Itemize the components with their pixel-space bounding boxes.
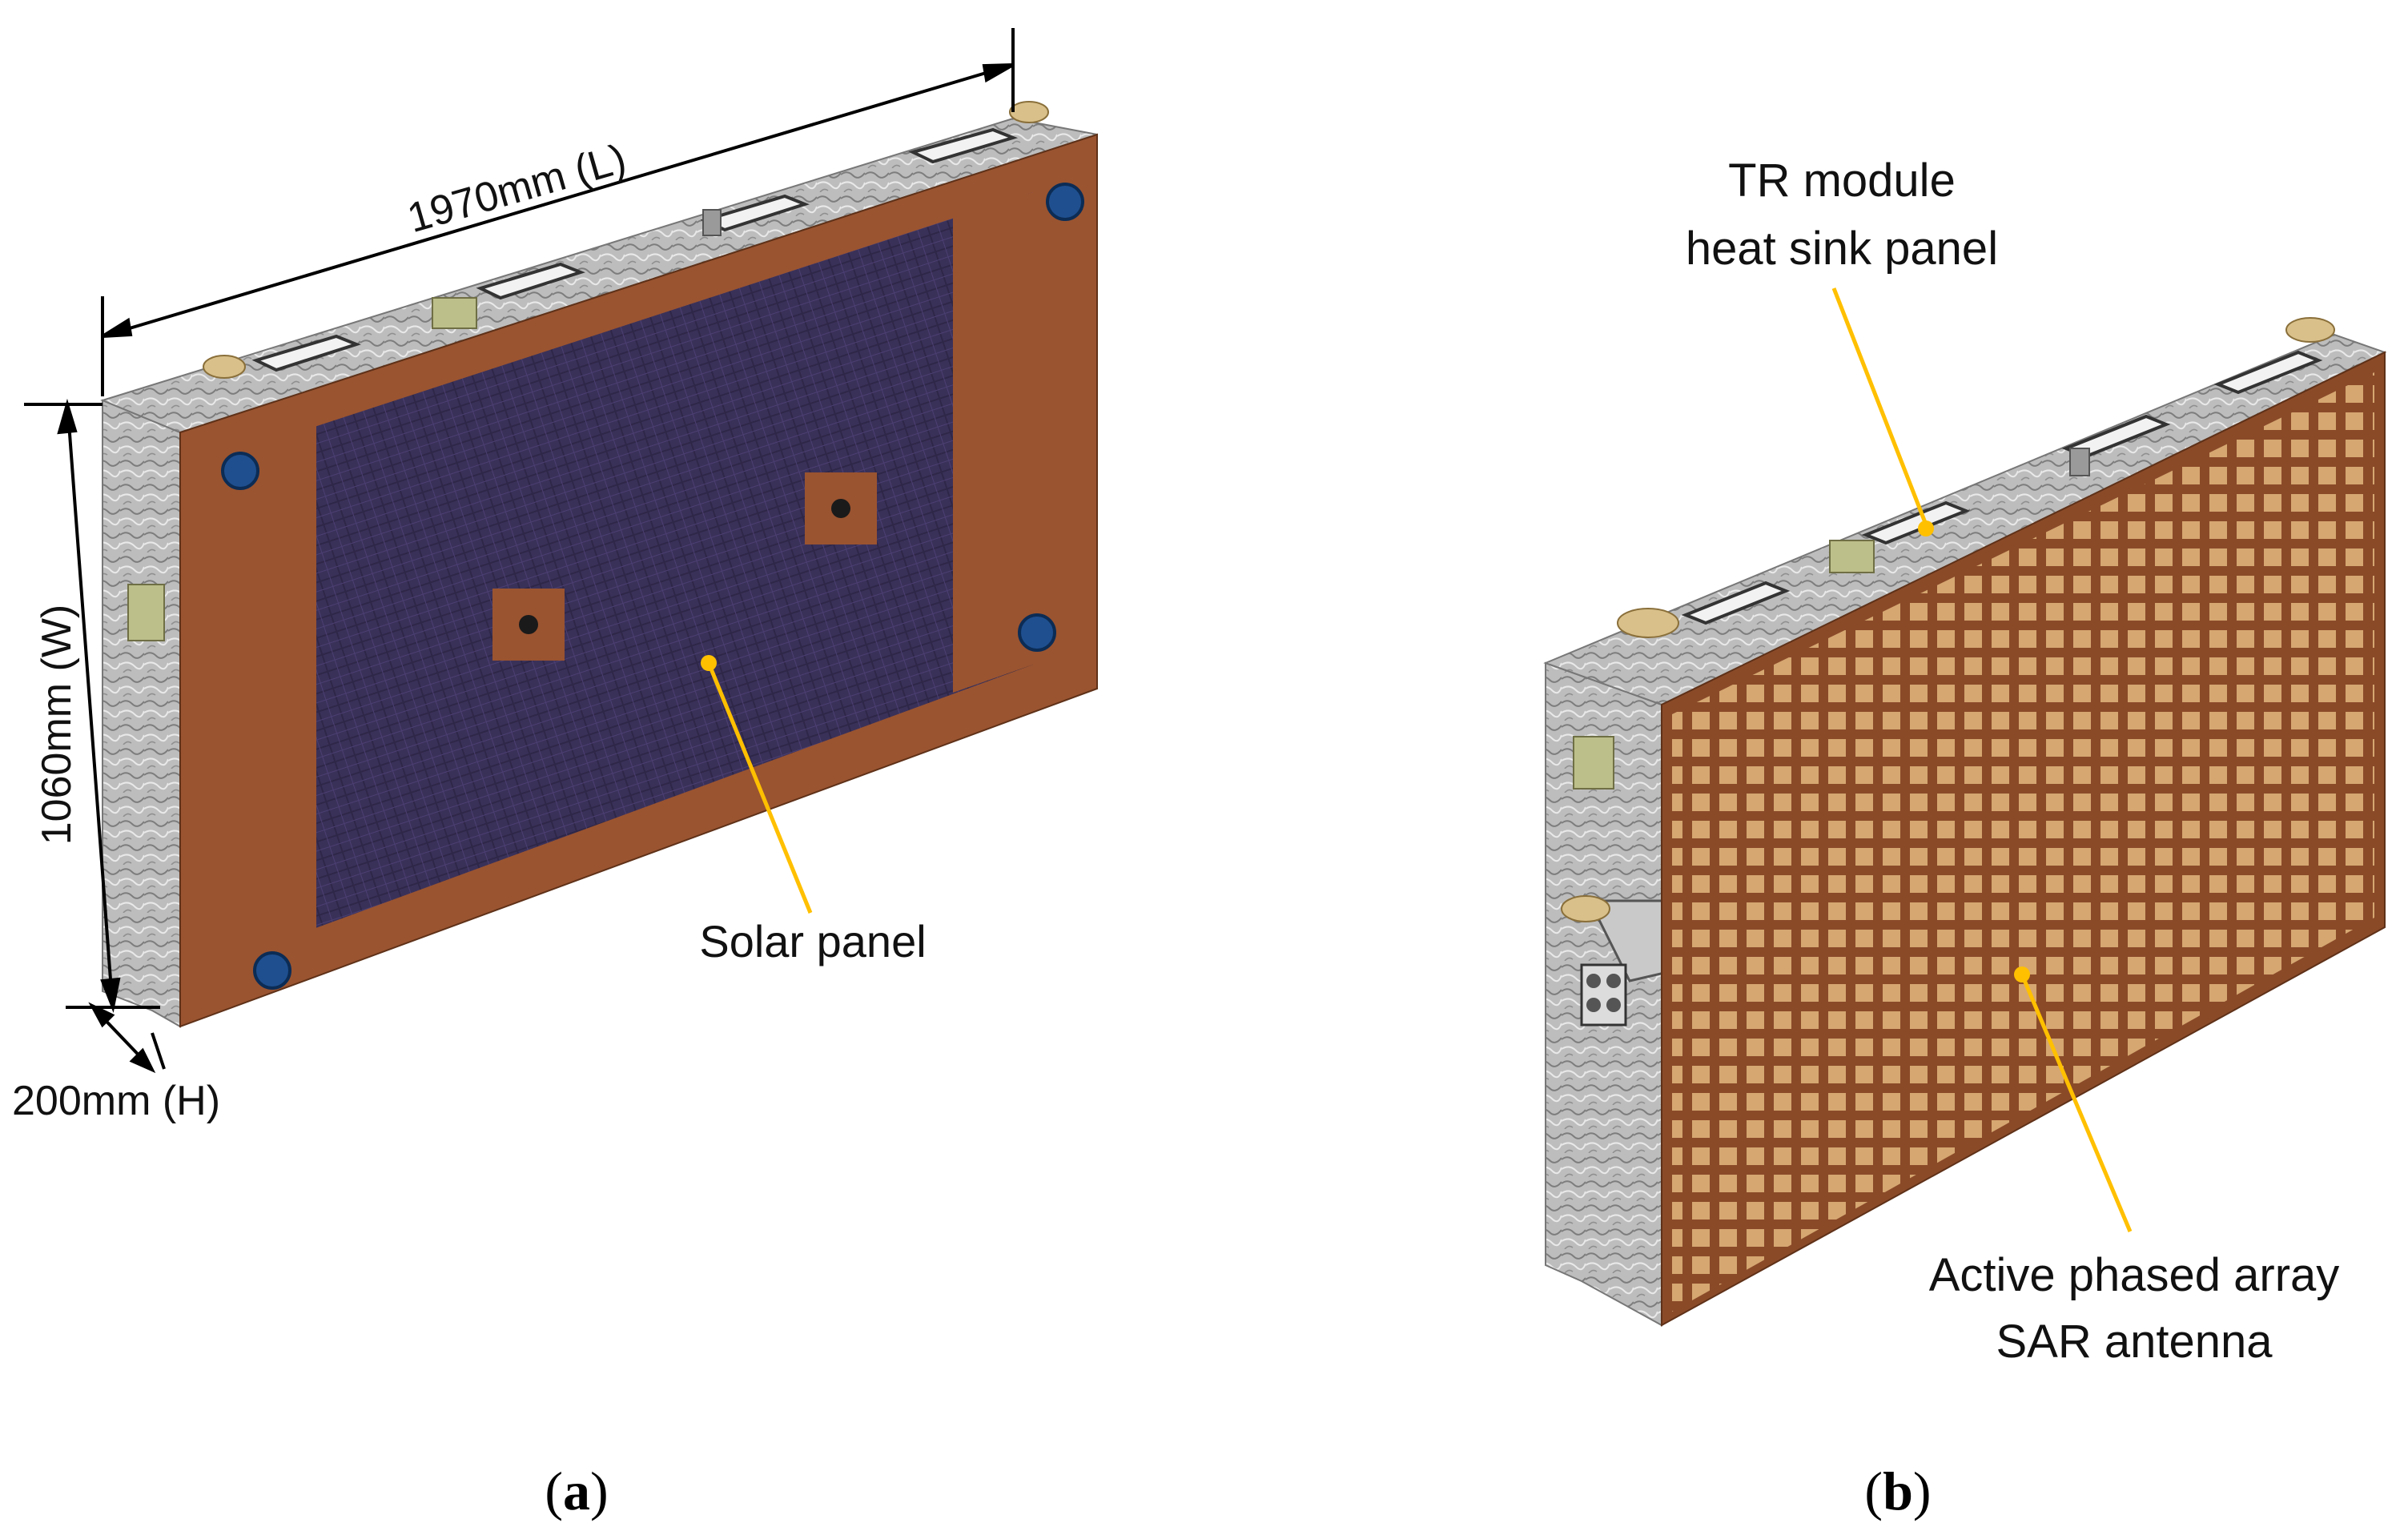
top-electronics-box [432, 297, 477, 329]
frame-crossbar [953, 192, 1033, 693]
callout-line-solar [706, 662, 813, 914]
top-radiator-window [1681, 581, 1791, 625]
side-face-left [102, 399, 181, 1028]
side-electronics-box [1573, 736, 1614, 790]
frame-crossbar [240, 424, 316, 965]
connector-pin [1586, 998, 1601, 1012]
top-separation-bolt [1617, 608, 1679, 638]
callout-dot-solar [701, 655, 717, 671]
dim-length-line [107, 65, 1008, 336]
dim-width-arrowhead [57, 398, 78, 435]
side-electronics-box [127, 584, 165, 641]
horn-antenna-mount [1561, 895, 1610, 922]
connector-pin [1606, 974, 1621, 988]
sar-antenna-array [1672, 372, 2374, 1312]
caption-b: (b) [1864, 1461, 1931, 1521]
connector-pin [1606, 998, 1621, 1012]
top-electronics-box [1829, 540, 1875, 573]
corner-fastener [253, 951, 291, 990]
top-radiator-window [2213, 350, 2323, 395]
dim-width-line [66, 412, 114, 1002]
top-radiator-window [908, 127, 1019, 164]
side-connector-plate [1580, 963, 1627, 1027]
top-separation-bolt [2285, 317, 2335, 343]
satellite-view-b [1543, 317, 2387, 1327]
dimension-lines-a [24, 28, 1015, 1074]
satellite-view-a [100, 101, 1098, 1028]
callout-label-tr-line1: TR module [1728, 155, 1956, 207]
corner-fastener [221, 452, 259, 490]
dim-width-label: 1060mm (W) [34, 605, 80, 845]
callout-label-tr-line2: heat sink panel [1686, 223, 1998, 275]
top-connector [702, 209, 722, 236]
dim-length-label: 1970mm (L) [403, 135, 631, 242]
dim-width-arrowhead [100, 977, 121, 1014]
top-separation-bolt [1009, 101, 1049, 123]
dim-height-arrowhead [129, 1047, 156, 1074]
callout-line-sar [2020, 974, 2133, 1232]
panel-mount-hole [519, 615, 538, 634]
solar-cell-array [248, 192, 1033, 953]
top-connector [2069, 448, 2090, 476]
top-radiator-window [251, 334, 361, 372]
corner-fastener [1018, 613, 1056, 652]
top-radiator-window [1861, 500, 1971, 545]
caption-a: (a) [545, 1461, 608, 1521]
dim-length-arrowhead [982, 63, 1014, 83]
callout-label-solar: Solar panel [699, 916, 926, 966]
connector-pin [1586, 974, 1601, 988]
top-radiator-window [476, 262, 585, 300]
callout-label-sar-line1: Active phased array [1929, 1249, 2340, 1301]
top-separation-bolt [203, 355, 246, 379]
dim-height-arrowhead [88, 1002, 115, 1028]
panel-mount-hole [831, 499, 850, 518]
callout-dot-tr [1918, 520, 1934, 536]
dim-height-extension [151, 1032, 166, 1070]
callout-line-tr [1831, 287, 1928, 525]
callout-label-sar-line2: SAR antenna [1996, 1316, 2273, 1368]
corner-fastener [1046, 183, 1084, 221]
dim-height-label: 200mm (H) [12, 1078, 220, 1124]
dim-length-arrowhead [101, 317, 133, 338]
